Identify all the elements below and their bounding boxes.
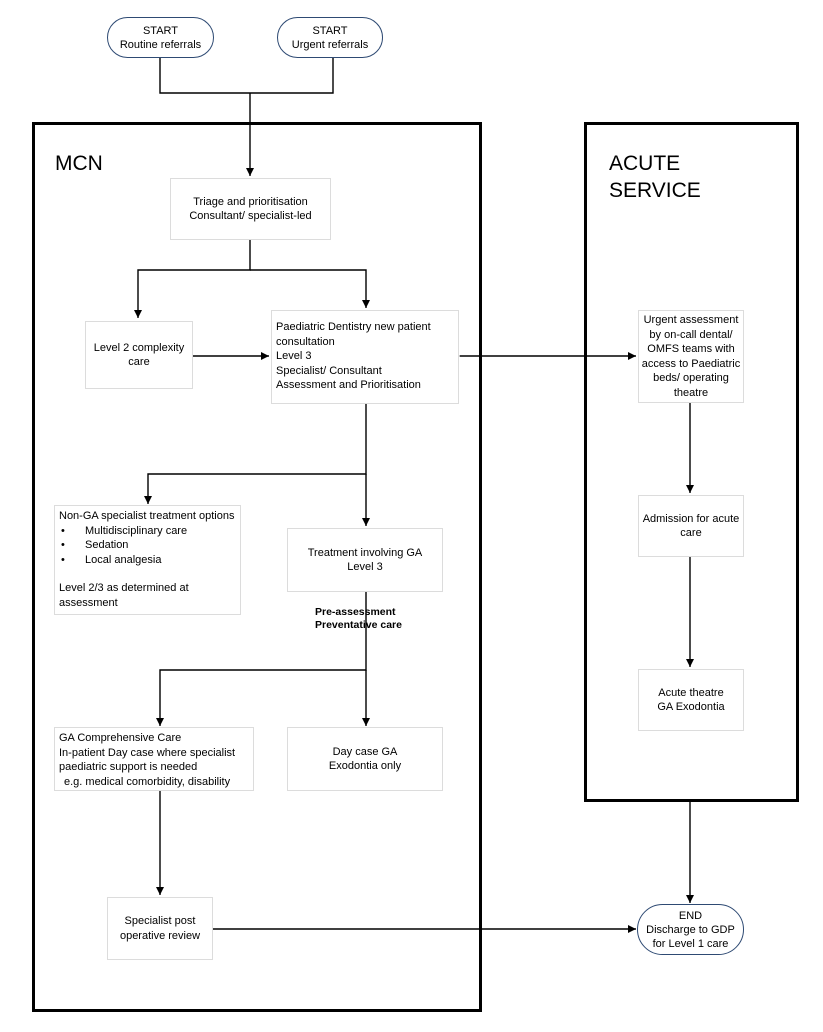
connector-triage-split: [134, 240, 251, 318]
list-item: Local analgesia: [59, 553, 236, 568]
start-routine-referrals-terminal: START Routine referrals: [107, 17, 214, 58]
acute-service-title: ACUTE SERVICE: [609, 152, 701, 202]
acute-service-frame: [584, 122, 799, 802]
ga-comprehensive-care-box: GA Comprehensive Care In-patient Day cas…: [54, 727, 254, 791]
start-urgent-referrals-terminal: START Urgent referrals: [277, 17, 383, 58]
admission-acute-care-box: Admission for acute care: [638, 495, 744, 557]
urgent-assessment-box: Urgent assessment by on-call dental/ OMF…: [638, 310, 744, 403]
mcn-frame: [32, 122, 482, 1012]
acute-theatre-box: Acute theatre GA Exodontia: [638, 669, 744, 731]
connector-ga-comprehensive: [156, 592, 367, 726]
level2-care-box: Level 2 complexity care: [85, 321, 193, 389]
mcn-title: MCN: [55, 152, 103, 175]
non-ga-options-list: Multidisciplinary care Sedation Local an…: [59, 524, 236, 568]
connector-triage-consultation: [250, 269, 370, 308]
ga-treatment-box: Treatment involving GA Level 3: [287, 528, 443, 592]
connector-consultation-non-ga: [144, 404, 367, 504]
day-case-ga-box: Day case GA Exodontia only: [287, 727, 443, 791]
pre-assessment-note: Pre-assessment Preventative care: [315, 606, 402, 631]
non-ga-options-box: Non-GA specialist treatment options Mult…: [54, 505, 241, 615]
list-item: Multidisciplinary care: [59, 524, 236, 539]
triage-box: Triage and prioritisation Consultant/ sp…: [170, 178, 331, 240]
consultation-box: Paediatric Dentistry new patient consult…: [271, 310, 459, 404]
connector-routine-start: [159, 57, 334, 94]
end-discharge-terminal: END Discharge to GDP for Level 1 care: [637, 904, 744, 955]
list-item: Sedation: [59, 538, 236, 553]
post-operative-review-box: Specialist post operative review: [107, 897, 213, 960]
